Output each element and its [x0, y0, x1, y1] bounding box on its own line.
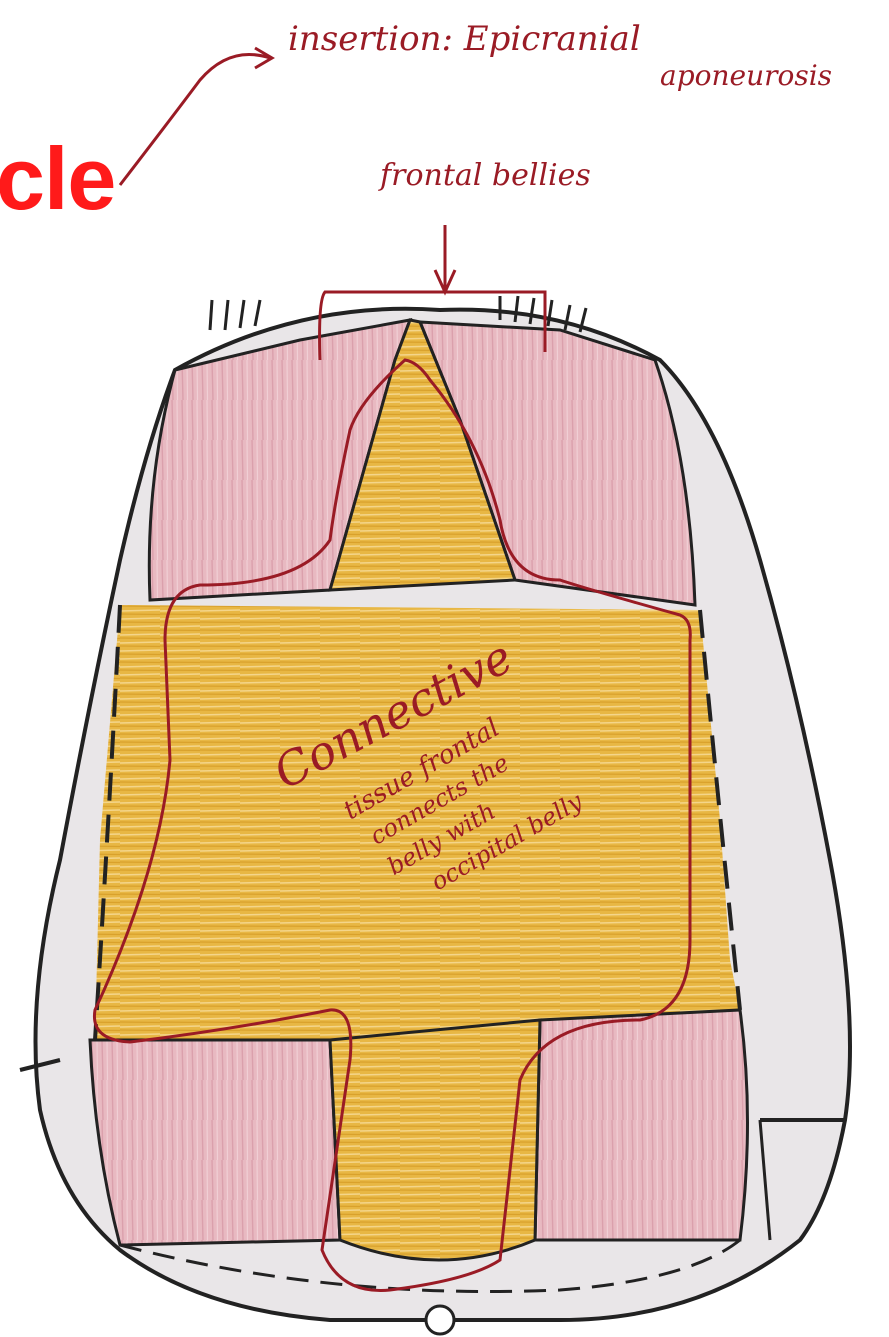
frontal-bellies-label: frontal bellies — [378, 158, 591, 193]
occipital-belly-right — [535, 1010, 748, 1240]
frontal-bellies-arrow — [435, 225, 455, 292]
bottom-knob-icon — [426, 1306, 454, 1334]
insertion-label: insertion: Epicranial — [288, 19, 641, 59]
aponeurosis-lower-stem — [330, 1020, 540, 1260]
insertion-arrow — [120, 54, 270, 185]
aponeurosis-label: aponeurosis — [660, 59, 832, 92]
occipital-belly-left — [90, 1040, 340, 1245]
